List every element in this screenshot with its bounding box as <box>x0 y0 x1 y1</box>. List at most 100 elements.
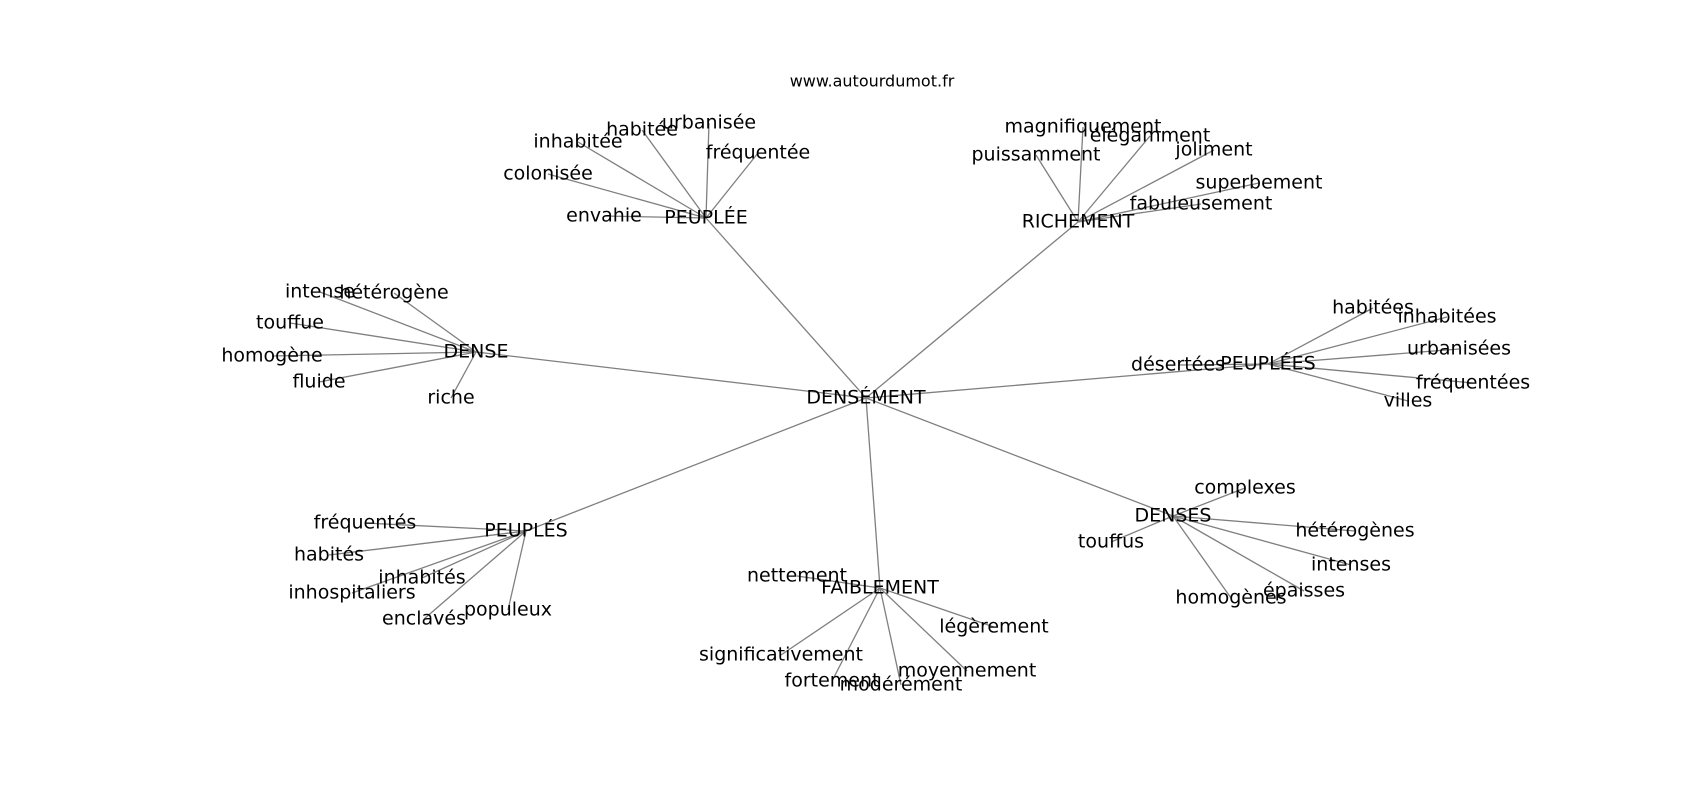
edge-peuplees-to-urbanisees <box>1267 348 1460 365</box>
node-leaf-touffue[interactable]: touffue <box>256 312 324 334</box>
node-leaf-villes[interactable]: villes <box>1384 390 1433 412</box>
node-leaf-fortement[interactable]: fortement <box>785 670 880 692</box>
edge-dense-to-heterogene <box>393 292 477 353</box>
edge-richement-to-magnifiquement <box>1077 126 1084 223</box>
edge-peuples-to-inhospitaliers <box>351 530 527 594</box>
edge-peuplee-to-habitee <box>641 129 707 219</box>
node-leaf-moyennement[interactable]: moyennement <box>898 660 1037 682</box>
edge-faiblement-to-significativement <box>780 587 881 656</box>
node-leaf-urbanisee[interactable]: urbanisée <box>662 112 756 134</box>
node-leaf-colonisee[interactable]: colonisée <box>503 163 593 185</box>
edge-peuples-to-habites <box>328 530 527 556</box>
edge-peuples-to-populeux <box>507 530 527 611</box>
edge-center-to-peuplees <box>865 363 1269 399</box>
node-leaf-habitees[interactable]: habitées <box>1332 297 1414 319</box>
node-leaf-intenses[interactable]: intenses <box>1311 554 1391 576</box>
edge-richement-to-puissamment <box>1035 154 1079 223</box>
edge-peuples-to-enclaves <box>423 530 527 620</box>
edge-peuplee-to-envahie <box>603 215 707 219</box>
edge-faiblement-to-fortement <box>831 587 881 682</box>
node-hub-dense[interactable]: DENSE <box>444 341 509 363</box>
node-leaf-legerement[interactable]: légèrement <box>939 616 1049 638</box>
edge-richement-to-joliment <box>1077 149 1215 223</box>
edge-peuplee-to-urbanisee <box>705 122 710 219</box>
edge-dense-to-fluide <box>318 351 477 383</box>
node-leaf-populeux[interactable]: populeux <box>464 599 552 621</box>
node-leaf-elegamment[interactable]: élégamment <box>1090 125 1211 147</box>
edge-richement-to-elegamment <box>1077 135 1151 223</box>
edge-denses-to-epaisses <box>1172 515 1305 592</box>
node-leaf-touffus[interactable]: touffus <box>1078 531 1144 553</box>
node-leaf-frequentes[interactable]: fréquentés <box>314 512 417 534</box>
node-leaf-inhabites[interactable]: inhabités <box>378 567 465 589</box>
edge-denses-to-heterogenes <box>1172 515 1356 532</box>
node-hub-peuples[interactable]: PEUPLÉS <box>484 519 567 542</box>
node-leaf-inhospitaliers[interactable]: inhospitaliers <box>288 582 415 604</box>
edge-denses-to-complexes <box>1172 487 1246 517</box>
edge-faiblement-to-moyennement <box>879 587 968 672</box>
edge-faiblement-to-legerement <box>879 587 995 628</box>
edge-peuples-to-frequentes <box>364 522 527 532</box>
edge-denses-to-intenses <box>1172 515 1352 566</box>
edge-richement-to-fabuleusement <box>1077 203 1202 223</box>
edge-denses-to-touffus <box>1110 515 1174 543</box>
node-leaf-joliment[interactable]: joliment <box>1174 139 1252 161</box>
node-leaf-frequentees[interactable]: fréquentées <box>1416 372 1530 394</box>
node-hub-peuplees[interactable]: PEUPLÉES <box>1220 352 1315 375</box>
edge-dense-to-touffue <box>289 322 477 353</box>
edge-center-to-denses <box>865 397 1174 517</box>
node-leaf-fluide[interactable]: fluide <box>292 371 345 393</box>
node-leaf-significativement[interactable]: significativement <box>699 644 863 666</box>
edges-layer <box>271 122 1474 686</box>
node-leaf-magnifiquement[interactable]: magnifiquement <box>1005 116 1162 138</box>
node-leaf-riche[interactable]: riche <box>427 387 474 409</box>
node-leaf-complexes[interactable]: complexes <box>1194 477 1296 499</box>
node-leaf-homogene[interactable]: homogène <box>221 345 322 367</box>
node-leaf-moderement[interactable]: modérément <box>840 674 963 696</box>
node-leaf-urbanisees[interactable]: urbanisées <box>1407 338 1511 360</box>
node-leaf-enclaves[interactable]: enclavés <box>382 608 466 630</box>
edge-center-to-peuplee <box>705 217 867 399</box>
node-leaf-fabuleusement[interactable]: fabuleusement <box>1130 193 1273 215</box>
edge-denses-to-homogenes <box>1172 515 1232 599</box>
edge-peuplees-to-villes <box>1267 363 1409 402</box>
edge-faiblement-to-moderement <box>879 587 902 686</box>
edge-dense-to-riche <box>450 351 477 399</box>
node-hub-faiblement[interactable]: FAIBLEMENT <box>821 577 939 599</box>
site-url: www.autourdumot.fr <box>790 72 955 91</box>
node-leaf-puissamment[interactable]: puissamment <box>971 144 1100 166</box>
edge-center-to-dense <box>475 351 867 399</box>
node-leaf-heterogenes[interactable]: hétérogènes <box>1295 520 1414 542</box>
node-leaf-inhabitees[interactable]: inhabitées <box>1397 306 1496 328</box>
node-leaf-nettement[interactable]: nettement <box>747 565 847 587</box>
node-hub-peuplee[interactable]: PEUPLÉE <box>664 206 747 229</box>
node-leaf-desertees[interactable]: désertées <box>1131 354 1225 376</box>
edge-peuplee-to-colonisee <box>547 173 707 219</box>
node-leaf-homogenes[interactable]: homogènes <box>1175 587 1286 609</box>
edge-peuplees-to-habitees <box>1267 307 1374 365</box>
node-leaf-envahie[interactable]: envahie <box>566 205 642 227</box>
node-leaf-heterogene[interactable]: hétérogène <box>339 282 448 304</box>
node-leaf-epaisses[interactable]: épaisses <box>1263 580 1345 602</box>
node-leaf-habitee[interactable]: habitée <box>606 119 678 141</box>
edge-dense-to-intense <box>319 291 477 353</box>
edge-richement-to-superbement <box>1077 182 1260 223</box>
edge-peuples-to-inhabites <box>421 530 527 579</box>
node-hub-denses[interactable]: DENSES <box>1135 505 1212 527</box>
node-leaf-intense[interactable]: intense <box>285 281 355 303</box>
edge-peuplees-to-frequentees <box>1267 363 1474 384</box>
node-leaf-inhabitee[interactable]: inhabitée <box>533 131 622 153</box>
node-leaf-frequentee[interactable]: fréquentée <box>706 142 810 164</box>
edge-peuplee-to-frequentee <box>705 152 759 219</box>
edge-center-to-richement <box>865 221 1079 399</box>
node-hub-richement[interactable]: RICHEMENT <box>1022 211 1135 233</box>
node-leaf-superbement[interactable]: superbement <box>1196 172 1323 194</box>
edge-faiblement-to-nettement <box>796 575 881 589</box>
node-leaf-habites[interactable]: habités <box>294 544 364 566</box>
edge-peuplee-to-inhabitee <box>577 141 707 219</box>
edge-peuplees-to-inhabitees <box>1267 316 1448 365</box>
node-center-densement[interactable]: DENSÉMENT <box>806 386 926 409</box>
edge-dense-to-homogene <box>271 351 477 357</box>
edge-peuplees-to-desertees <box>1177 363 1269 366</box>
